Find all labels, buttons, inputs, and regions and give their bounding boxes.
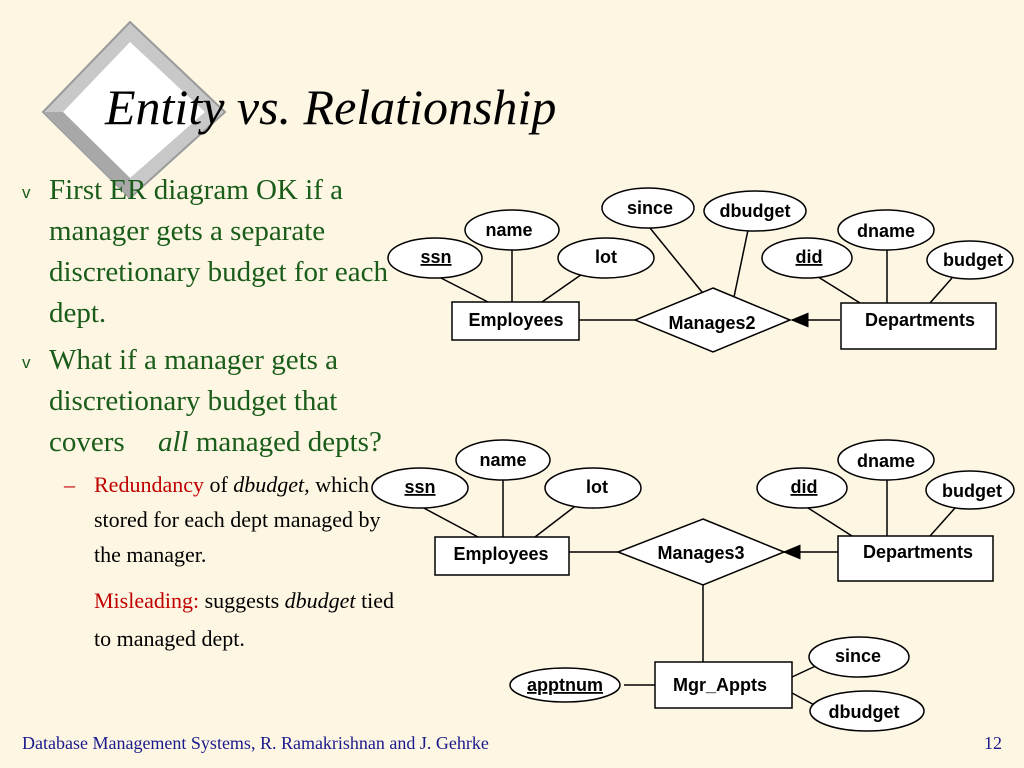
dbudget-term-1: dbudget, (233, 472, 310, 497)
d2-budget-link (929, 507, 956, 537)
d1-attr-name (464, 209, 560, 251)
d1-label-dbudget: dbudget (720, 201, 791, 221)
dbudget-term-2: dbudget (284, 588, 356, 613)
d1-label-manages2: Manages2 (668, 313, 755, 333)
d1-rel-manages2 (633, 287, 792, 353)
d2-attr-since (808, 636, 910, 678)
d1-label-budget: budget (943, 250, 1003, 270)
d1-attr-ssn (387, 237, 483, 279)
bullet-1-text: First ER diagram OK if a manager gets a … (49, 174, 388, 329)
d2-label-lot: lot (586, 477, 608, 497)
d2-label-budget: budget (942, 481, 1002, 501)
sub-bullet: – Redundancy of dbudget, which is stored… (12, 467, 412, 572)
sub-bullet-dash: – (64, 472, 75, 497)
d2-entity-mgr-appts (654, 661, 793, 709)
bullet-list: v First ER diagram OK if a manager gets … (12, 170, 412, 658)
d1-since-link (649, 227, 707, 298)
d1-label-name: name (485, 220, 532, 240)
bullet-1: v First ER diagram OK if a manager gets … (12, 170, 412, 334)
d2-rel-manages3 (615, 518, 786, 586)
d2-entity-departments (837, 535, 994, 582)
d1-entity-employees (451, 301, 580, 341)
sub-rest-1: which is stored for each dept managed by… (94, 472, 390, 567)
bullet-2-tail: managed depts? (195, 426, 382, 458)
d2-label-departments: Departments (863, 542, 973, 562)
sub-bullet-misleading: Misleading: suggests dbudget tied to man… (12, 582, 412, 658)
bullet-2-text: What if a manager gets a discretionary b… (49, 344, 339, 458)
d1-attr-lot (557, 237, 655, 279)
d2-attr-name (455, 439, 551, 481)
page-title: Entity vs. Relationship (105, 79, 557, 135)
bullet-2-all: all (157, 426, 189, 458)
d1-label-did: did (796, 247, 823, 267)
d2-attr-did (756, 467, 848, 509)
bullet-2: v What if a manager gets a discretionary… (12, 340, 412, 463)
d1-attr-dname (837, 209, 935, 251)
d1-did-link (814, 274, 861, 304)
d1-label-departments: Departments (865, 310, 975, 330)
d2-label-ssn: ssn (404, 477, 435, 497)
d2-attr-apptnum (509, 667, 621, 703)
d2-attr-dname (837, 439, 935, 481)
d2-label-dname: dname (857, 451, 915, 471)
d1-budget-link (929, 277, 953, 304)
d1-attr-since (601, 187, 695, 229)
d2-label-since: since (835, 646, 881, 666)
d2-label-did: did (791, 477, 818, 497)
d2-attr-budget (925, 470, 1015, 510)
d1-entity-departments (840, 302, 997, 350)
d1-attr-budget (926, 240, 1014, 280)
d1-label-lot: lot (595, 247, 617, 267)
footer-citation: Database Management Systems, R. Ramakris… (22, 733, 489, 753)
d1-label-since: since (627, 198, 673, 218)
d1-attr-did (761, 237, 853, 279)
d2-attr-ssn (371, 467, 469, 509)
sub-of: of (203, 472, 234, 497)
page-number: 12 (984, 733, 1002, 753)
d2-did-link (804, 505, 853, 537)
d2-ssn-link (419, 505, 479, 538)
d2-label-apptnum: apptnum (527, 675, 603, 695)
d1-attr-dbudget (703, 190, 807, 232)
d2-attr-dbudget (809, 690, 925, 732)
bullet-mark-1: v (22, 183, 31, 202)
d1-label-ssn: ssn (420, 247, 451, 267)
d1-label-dname: dname (857, 221, 915, 241)
logo-diamond-shade (43, 112, 130, 198)
sub-suggests: suggests (199, 588, 285, 613)
d1-lot-link (541, 271, 586, 303)
sub-rest-2: tied to managed dept. (94, 588, 395, 651)
d1-dbudget-link (733, 229, 749, 298)
d1-ssn-link (434, 274, 489, 303)
redundancy-label: Redundancy (94, 472, 204, 497)
d2-label-dbudget: dbudget (829, 702, 900, 722)
d2-label-mgr-appts: Mgr_Appts (673, 675, 767, 695)
d2-label-name: name (479, 450, 526, 470)
d2-lot-link (534, 503, 579, 538)
bullet-mark-2: v (22, 353, 31, 372)
d2-label-employees: Employees (453, 544, 548, 564)
d2-label-manages3: Manages3 (657, 543, 744, 563)
d2-attr-lot (544, 467, 642, 509)
d1-label-employees: Employees (468, 310, 563, 330)
logo-diamond-inner (63, 42, 205, 178)
d2-entity-employees (434, 536, 570, 576)
misleading-label: Misleading: (94, 588, 200, 613)
